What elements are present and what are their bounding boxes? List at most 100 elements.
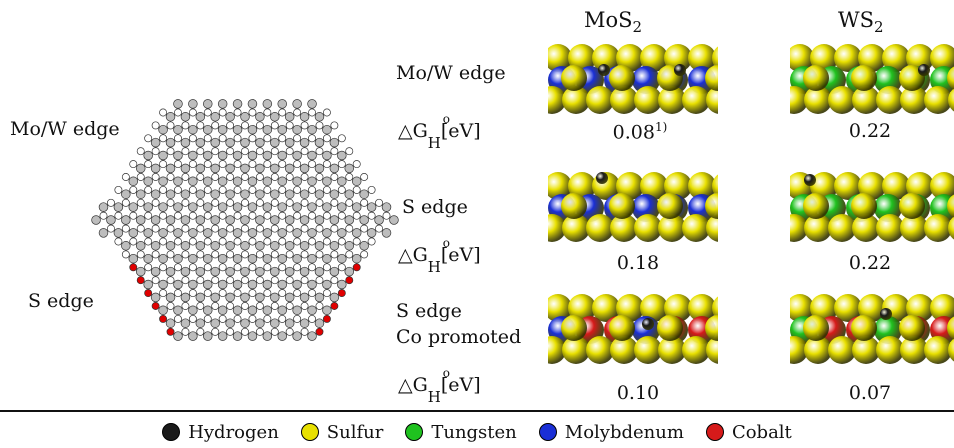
atom-sphere	[561, 65, 587, 91]
atom-sphere	[596, 172, 608, 184]
lattice-atom	[247, 99, 258, 109]
lattice-atom	[322, 211, 331, 220]
lattice-atom	[203, 289, 212, 298]
lattice-atom	[233, 160, 242, 169]
lattice-atom	[322, 314, 331, 323]
slab-s-edge-ws2	[790, 172, 954, 242]
legend-item-hydrogen: Hydrogen	[162, 422, 279, 443]
atom-sphere	[906, 294, 934, 322]
lattice-atom	[188, 289, 197, 298]
lattice-atom	[255, 198, 264, 207]
lattice-atom	[218, 263, 227, 272]
lattice-atom	[180, 112, 191, 122]
lattice-atom	[314, 112, 325, 122]
lattice-atom	[150, 163, 161, 174]
atom-sphere	[598, 64, 610, 76]
lattice-atom	[292, 150, 302, 161]
lattice-atom	[188, 202, 198, 212]
lattice-atom	[337, 228, 347, 238]
lattice-atom	[277, 253, 287, 264]
lattice-atom	[248, 237, 257, 246]
lattice-atom	[217, 331, 228, 341]
lattice-atom	[248, 289, 257, 298]
lattice-atom	[315, 302, 324, 310]
lattice-atom	[188, 305, 198, 316]
lattice-atom	[270, 266, 280, 277]
lattice-atom	[166, 121, 175, 130]
lattice-atom	[262, 253, 273, 264]
atom-sphere	[705, 193, 718, 219]
lattice-atom	[174, 237, 182, 246]
lattice-atom	[165, 163, 176, 174]
atom-sphere	[664, 294, 692, 322]
lattice-atom	[322, 160, 331, 169]
lattice-atom	[203, 176, 213, 187]
lattice-atom	[322, 305, 332, 316]
value-s-mos2: 0.18	[616, 252, 660, 274]
lattice-atom	[195, 215, 206, 225]
lattice-atom	[226, 250, 235, 259]
mos2-column-header: MoS2	[584, 8, 643, 37]
lattice-atom	[135, 241, 146, 251]
value-mow-ws2: 0.22	[848, 120, 892, 142]
lattice-atom	[278, 211, 287, 220]
lattice-atom	[352, 211, 361, 220]
slab-s-edge-mos2	[548, 172, 718, 242]
lattice-atom	[241, 327, 249, 336]
atom-sphere	[882, 172, 910, 200]
lattice-atom	[277, 305, 287, 316]
lattice-atom	[329, 215, 340, 225]
atom-sphere	[592, 294, 620, 322]
lattice-atom	[255, 173, 264, 181]
lattice-atom	[106, 215, 116, 225]
lattice-atom	[270, 224, 279, 233]
lattice-atom	[188, 314, 197, 323]
atom-sphere	[880, 308, 892, 320]
lattice-atom	[180, 137, 191, 148]
atom-sphere	[906, 172, 934, 200]
atom-sphere	[664, 44, 692, 72]
lattice-atom	[262, 99, 273, 109]
lattice-atom	[180, 215, 191, 225]
atom-sphere	[640, 44, 668, 72]
atom-sphere	[803, 65, 829, 91]
lattice-atom	[262, 124, 273, 135]
lattice-atom	[277, 331, 287, 341]
lattice-atom	[308, 108, 316, 117]
lattice-atom	[144, 134, 153, 143]
lattice-atom	[174, 263, 182, 272]
atom-sphere	[828, 214, 856, 242]
lattice-atom	[374, 215, 384, 225]
lattice-atom	[270, 173, 279, 181]
lattice-atom	[322, 289, 331, 298]
lattice-atom	[196, 173, 205, 181]
lattice-atom	[218, 160, 227, 169]
lattice-atom	[151, 121, 160, 130]
lattice-atom	[233, 108, 242, 117]
lattice-atom	[233, 237, 242, 246]
row-label-mow-edge: Mo/W edge	[396, 62, 506, 84]
lattice-atom	[248, 263, 257, 272]
lattice-atom	[322, 253, 332, 264]
lattice-atom	[270, 250, 279, 259]
lattice-atom	[136, 250, 145, 259]
lattice-atom	[299, 241, 310, 251]
lattice-atom	[247, 202, 258, 212]
lattice-atom	[135, 189, 146, 199]
lattice-atom	[165, 318, 176, 328]
lattice-atom	[151, 250, 160, 259]
atom-sphere	[548, 336, 566, 364]
lattice-atom	[300, 327, 309, 336]
lattice-atom	[144, 289, 153, 298]
hydrogen-swatch	[162, 423, 181, 441]
lattice-atom	[232, 305, 243, 316]
atom-sphere	[609, 315, 635, 341]
lattice-atom	[284, 112, 295, 122]
lattice-atom	[196, 327, 205, 336]
lattice-atom	[210, 163, 220, 174]
atom-sphere	[900, 86, 928, 114]
atom-sphere	[828, 86, 856, 114]
lattice-atom	[225, 215, 235, 225]
atom-sphere	[706, 86, 718, 114]
value-s-ws2: 0.22	[848, 252, 892, 274]
